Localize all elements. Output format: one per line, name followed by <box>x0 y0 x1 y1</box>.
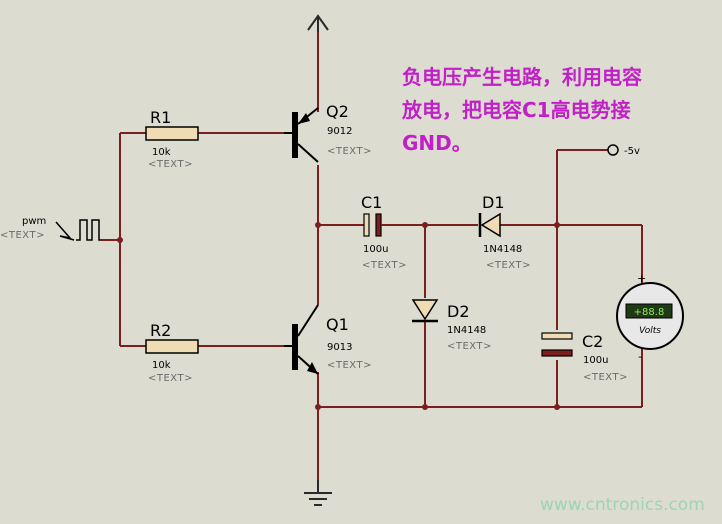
capacitor-plate <box>375 213 382 237</box>
d1-ref: D1 <box>482 193 505 212</box>
voltmeter-unit: Volts <box>639 326 661 336</box>
capacitor-plate <box>541 349 573 357</box>
junction-dot <box>554 222 560 228</box>
watermark: www.cntronics.com <box>540 495 705 515</box>
junction-dot <box>315 404 321 410</box>
junction-dot <box>422 404 428 410</box>
c1-value: 100u <box>363 244 388 255</box>
transistor-base-bar <box>292 112 298 158</box>
capacitor-plate <box>541 332 573 340</box>
diode-body <box>480 212 501 238</box>
q1-tag: <TEXT> <box>327 360 372 371</box>
transistor-base-bar <box>292 324 298 370</box>
power-arrow-icon <box>307 14 329 32</box>
voltmeter-plus: + <box>637 272 646 285</box>
emitter-arrow-icon <box>298 113 310 124</box>
q2-value: 9012 <box>327 126 352 137</box>
d2-ref: D2 <box>447 302 470 321</box>
voltmeter[interactable]: +88.8 Volts + - <box>616 272 684 363</box>
capacitor-plate <box>363 213 370 237</box>
d1-tag: <TEXT> <box>486 260 531 271</box>
capacitor-c2[interactable]: C2 100u <TEXT> <box>541 332 628 383</box>
resistor-body <box>145 126 199 141</box>
diode-d2[interactable]: D2 1N4148 <TEXT> <box>411 299 492 352</box>
q1-ref: Q1 <box>326 315 349 334</box>
voltmeter-screen <box>625 303 673 319</box>
c2-value: 100u <box>583 355 608 366</box>
pwm-source[interactable]: pwm <TEXT> <box>0 216 102 241</box>
pwm-label: pwm <box>22 216 46 227</box>
resistor-r2[interactable]: R2 10k <TEXT> <box>145 321 199 384</box>
d1-value: 1N4148 <box>483 244 522 255</box>
r1-value: 10k <box>152 147 171 158</box>
square-wave-icon <box>76 219 102 241</box>
terminal-icon <box>607 144 619 156</box>
junction-dot <box>117 237 123 243</box>
capacitor-c1[interactable]: C1 100u <TEXT> <box>361 193 407 271</box>
note-line-2: 放电，把电容C1高电势接 <box>401 98 631 122</box>
junctions <box>117 222 560 410</box>
c2-ref: C2 <box>582 332 603 351</box>
output-terminal[interactable]: -5v <box>607 144 640 157</box>
voltmeter-display: +88.8 <box>634 307 665 318</box>
r2-value: 10k <box>152 360 171 371</box>
annotation-note: 负电压产生电路，利用电容 放电，把电容C1高电势接 GND。 <box>401 65 642 155</box>
pwm-tag: <TEXT> <box>0 230 45 241</box>
transistor-q2[interactable]: Q2 9012 <TEXT> <box>284 102 372 163</box>
r2-ref: R2 <box>150 321 171 340</box>
voltmeter-minus: - <box>638 350 642 363</box>
diode-d1[interactable]: D1 1N4148 <TEXT> <box>478 193 531 271</box>
q1-value: 9013 <box>327 342 352 353</box>
pwm-arrow-icon <box>55 221 75 241</box>
r2-tag: <TEXT> <box>148 373 193 384</box>
d2-value: 1N4148 <box>447 325 486 336</box>
q2-tag: <TEXT> <box>327 146 372 157</box>
q2-ref: Q2 <box>326 102 349 121</box>
c1-tag: <TEXT> <box>362 260 407 271</box>
emitter-arrow-icon <box>307 362 318 374</box>
d2-tag: <TEXT> <box>447 341 492 352</box>
junction-dot <box>422 222 428 228</box>
resistor-r1[interactable]: R1 10k <TEXT> <box>145 108 199 170</box>
c1-ref: C1 <box>361 193 382 212</box>
note-line-1: 负电压产生电路，利用电容 <box>402 65 642 89</box>
transistor-q1[interactable]: Q1 9013 <TEXT> <box>284 304 372 375</box>
junction-dot <box>554 404 560 410</box>
diode-body <box>411 299 439 321</box>
note-line-3: GND。 <box>402 131 472 155</box>
r1-ref: R1 <box>150 108 171 127</box>
resistor-body <box>145 339 199 354</box>
ground-icon <box>304 480 332 506</box>
junction-dot <box>315 222 321 228</box>
output-label: -5v <box>624 146 640 157</box>
r1-tag: <TEXT> <box>148 159 193 170</box>
c2-tag: <TEXT> <box>583 372 628 383</box>
